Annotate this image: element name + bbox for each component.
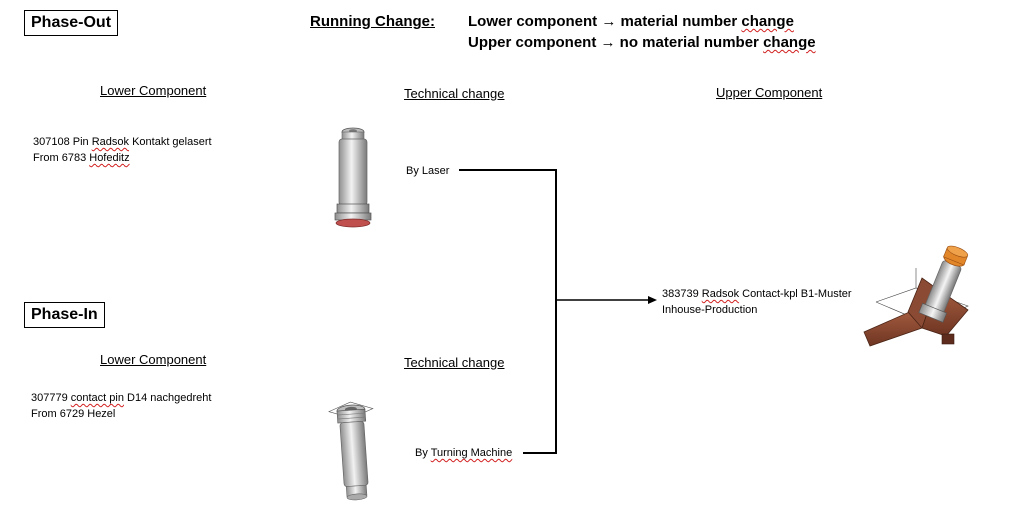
turned-pin-illustration [328, 401, 374, 501]
running-change-line-2: Upper component → no material number cha… [468, 34, 816, 51]
part-307779-text: 307779 contact pin D14 nachgedreht From … [31, 392, 212, 420]
arrow-right-icon: → [600, 34, 616, 51]
arrow-right-icon: → [601, 13, 617, 30]
laser-pin-illustration [334, 127, 372, 228]
by-laser-label: By Laser [406, 165, 450, 177]
lower-component-heading-out: Lower Component [100, 83, 207, 98]
technical-change-heading-in: Technical change [404, 355, 505, 370]
running-change-title: Running Change: [310, 13, 435, 30]
by-turning-machine-label: By Turning Machine [415, 447, 513, 459]
upper-assembly-illustration [863, 245, 969, 347]
phase-out-label: Phase-Out [24, 10, 119, 36]
technical-change-heading-out: Technical change [404, 86, 505, 101]
upper-component-heading: Upper Component [716, 85, 823, 100]
running-change-line-1: Lower component → material number change [468, 13, 794, 30]
connector-bracket-line [459, 169, 557, 454]
arrowhead-icon [648, 296, 657, 304]
part-383739-text: 383739 Radsok Contact-kpl B1-Muster Inho… [662, 288, 852, 316]
part-307108-text: 307108 Pin Radsok Kontakt gelasert From … [33, 136, 212, 164]
phase-in-label: Phase-In [24, 302, 105, 328]
lower-component-heading-in: Lower Component [100, 352, 207, 367]
